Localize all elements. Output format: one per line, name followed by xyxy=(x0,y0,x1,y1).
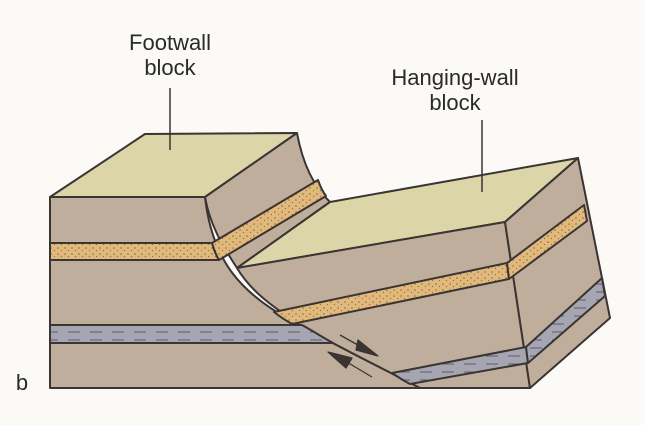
hanging-side-shale-layer xyxy=(525,277,606,364)
slip-arrows xyxy=(327,334,379,378)
panel-letter: b xyxy=(15,370,29,395)
hanging-sandstone-layer xyxy=(273,262,510,325)
hanging-wall-label: Hanging-wall block xyxy=(380,65,530,115)
hanging-side-sandstone-layer xyxy=(506,204,588,280)
footwall-shale-layer xyxy=(49,324,334,344)
hanging-wall-label-line2: block xyxy=(429,90,481,115)
hanging-wall-label-line1: Hanging-wall xyxy=(391,65,519,90)
hanging-shale-layer xyxy=(391,346,529,385)
footwall-label-line2: block xyxy=(144,55,196,80)
footwall-sandstone-layer xyxy=(49,242,220,261)
footwall-label: Footwall block xyxy=(100,30,240,80)
footwall-label-line1: Footwall xyxy=(129,30,211,55)
scarp-sandstone-layer xyxy=(211,179,327,261)
